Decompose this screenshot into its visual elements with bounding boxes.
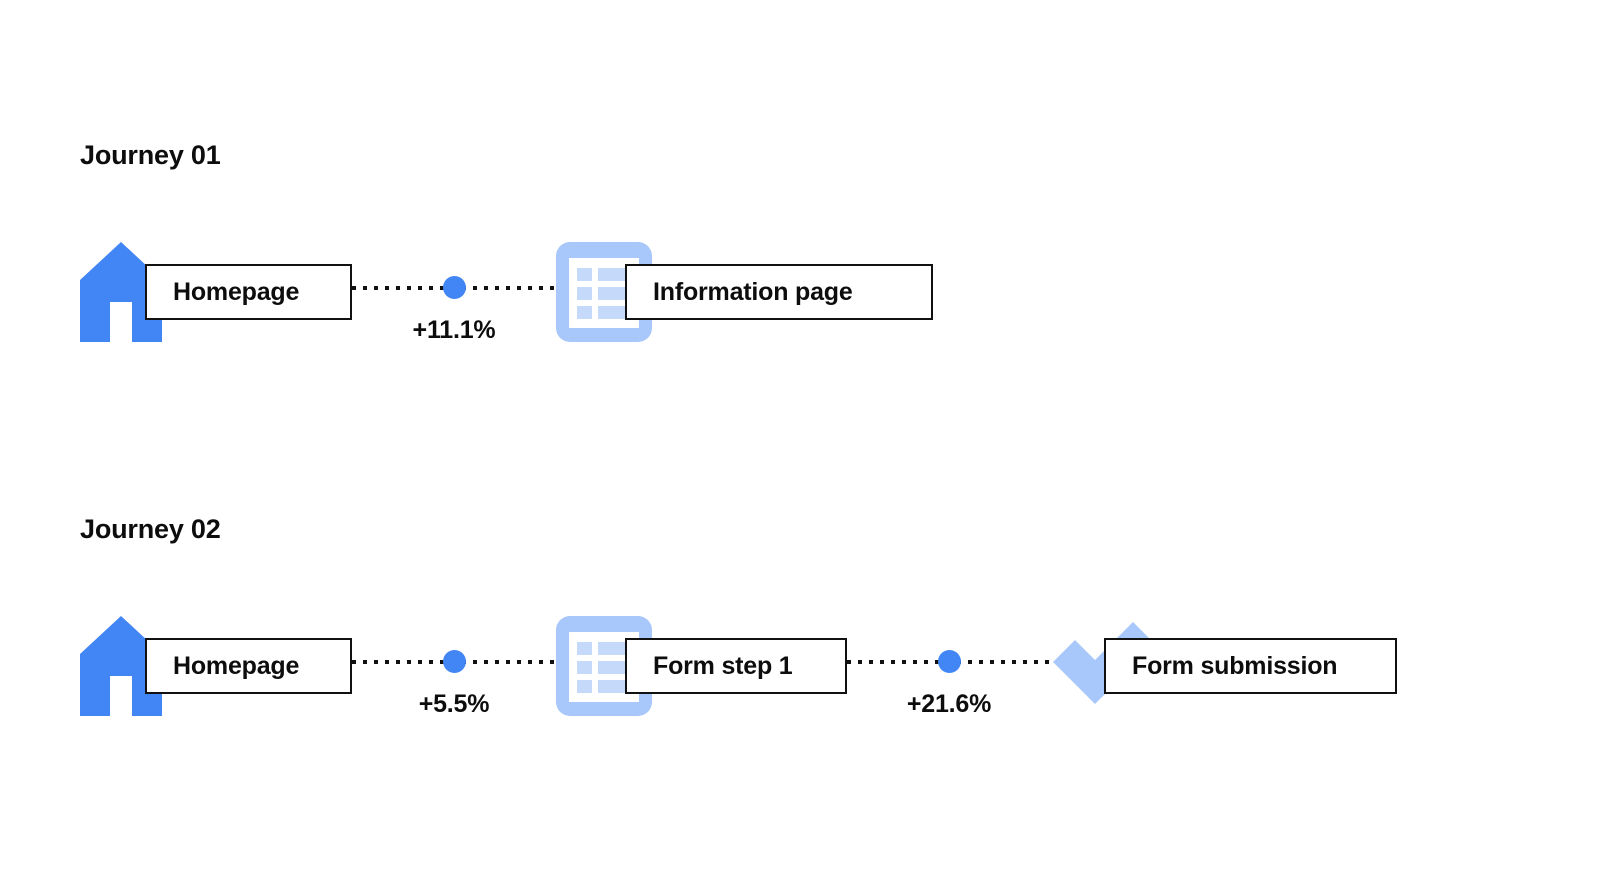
journey-01-node-homepage[interactable]: Homepage: [80, 220, 352, 380]
journey-02-delta-1: +5.5%: [418, 690, 490, 718]
journey-02-connector-2: +21.6%: [847, 650, 1052, 718]
journey-02-group: Journey 02 Homepage +5.5%: [0, 374, 1601, 794]
connector-dot[interactable]: [443, 650, 466, 673]
journey-02-label-form-step-1-text: Form step 1: [653, 651, 793, 680]
journey-02-label-homepage-text: Homepage: [173, 651, 300, 680]
journey-02-label-form-submission[interactable]: Form submission: [1104, 638, 1397, 694]
journey-02-connector-1: +5.5%: [352, 650, 557, 718]
journey-02-label-form-step-1[interactable]: Form step 1: [625, 638, 847, 694]
journey-02-label-form-submission-text: Form submission: [1132, 651, 1338, 680]
journey-01-group: Journey 01 Homepage +11.1%: [0, 0, 1601, 420]
journey-01-node-information-page[interactable]: Information page: [556, 220, 933, 380]
home-icon: [80, 242, 162, 342]
journey-01-title: Journey 01: [80, 140, 221, 170]
journey-01-delta-1: +11.1%: [412, 316, 496, 344]
journey-02-label-homepage[interactable]: Homepage: [145, 638, 352, 694]
journey-02-node-homepage[interactable]: Homepage: [80, 594, 352, 754]
connector-dot[interactable]: [938, 650, 961, 673]
journey-02-node-form-step-1[interactable]: Form step 1: [556, 594, 847, 754]
journey-02-title: Journey 02: [80, 514, 221, 544]
journey-01-connector-1: +11.1%: [352, 276, 557, 344]
journey-01-label-homepage-text: Homepage: [173, 277, 300, 306]
home-icon: [80, 616, 162, 716]
journey-01-label-information-page[interactable]: Information page: [625, 264, 933, 320]
journey-02-node-form-submission[interactable]: Form submission: [1045, 594, 1397, 754]
journey-01-label-homepage[interactable]: Homepage: [145, 264, 352, 320]
journey-02-delta-2: +21.6%: [906, 690, 992, 718]
connector-dot[interactable]: [443, 276, 466, 299]
journey-01-label-information-page-text: Information page: [653, 277, 853, 306]
